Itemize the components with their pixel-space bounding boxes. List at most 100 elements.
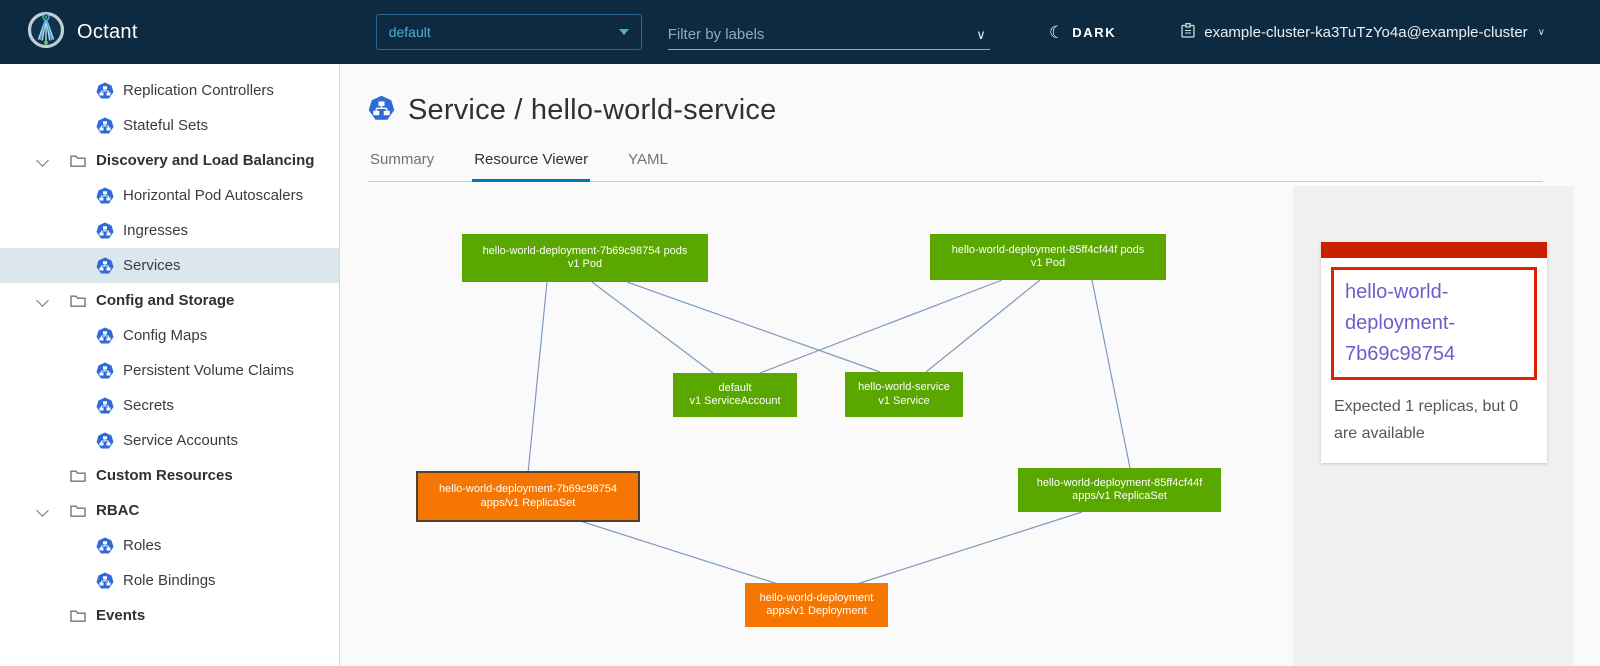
graph-edge bbox=[759, 279, 1003, 374]
resource-link[interactable]: hello-world-deployment-7b69c98754 bbox=[1345, 281, 1456, 365]
status-message: Expected 1 replicas, but 0 are available bbox=[1334, 398, 1519, 442]
sidebar-item-config-maps[interactable]: Config Maps bbox=[0, 318, 339, 353]
sidebar-item-roles[interactable]: Roles bbox=[0, 528, 339, 563]
services-icon bbox=[96, 257, 114, 275]
sidebar-item-secrets[interactable]: Secrets bbox=[0, 388, 339, 423]
graph-edge bbox=[1091, 279, 1131, 469]
resource-graph-edges bbox=[527, 279, 1131, 585]
cluster-context-selector[interactable]: example-cluster-ka3TuTzYo4a@example-clus… bbox=[1180, 22, 1545, 43]
sidebar-item-service-accounts[interactable]: Service Accounts bbox=[0, 423, 339, 458]
sidebar-item-horizontal-pod-autoscalers[interactable]: Horizontal Pod Autoscalers bbox=[0, 178, 339, 213]
chevron-down-icon[interactable] bbox=[36, 154, 50, 168]
sidebar-item-stateful-sets[interactable]: Stateful Sets bbox=[0, 108, 339, 143]
main-content: Service / hello-world-service Summary Re… bbox=[340, 64, 1600, 666]
sidebar-item-replication-controllers[interactable]: Replication Controllers bbox=[0, 73, 339, 108]
status-card: hello-world-deployment-7b69c98754 Expect… bbox=[1321, 242, 1547, 463]
app-header: Octant default ∨ ☾ DARK example-cluster-… bbox=[0, 0, 1600, 64]
sidebar-item-label: Role Bindings bbox=[123, 572, 216, 589]
sidebar-item-label: Services bbox=[123, 257, 181, 274]
chevron-down-icon[interactable] bbox=[36, 294, 50, 308]
sidebar-item-label: Config and Storage bbox=[96, 292, 235, 309]
sidebar-item-label: Ingresses bbox=[123, 222, 189, 239]
replication-controllers-icon bbox=[96, 82, 114, 100]
label-filter[interactable]: ∨ bbox=[667, 14, 990, 50]
node-kind: apps/v1 ReplicaSet bbox=[480, 496, 576, 509]
tab-bar: Summary Resource Viewer YAML bbox=[368, 143, 1543, 182]
sidebar-item-label: Custom Resources bbox=[96, 467, 233, 484]
graph-edge bbox=[856, 511, 1083, 585]
chevron-down-icon[interactable] bbox=[36, 504, 50, 518]
sidebar-item-custom-resources[interactable]: Custom Resources bbox=[0, 458, 339, 493]
sidebar-item-discovery-and-load-balancing[interactable]: Discovery and Load Balancing bbox=[0, 143, 339, 178]
app-body: Replica Sets Replication Controllers Sta… bbox=[0, 64, 1600, 666]
sidebar: Replica Sets Replication Controllers Sta… bbox=[0, 64, 340, 666]
sidebar-item-label: Service Accounts bbox=[123, 432, 239, 449]
role-bindings-icon bbox=[96, 572, 114, 590]
persistent-volume-claims-icon bbox=[96, 362, 114, 380]
sidebar-item-rbac[interactable]: RBAC bbox=[0, 493, 339, 528]
theme-toggle-button[interactable]: ☾ DARK bbox=[1049, 24, 1116, 41]
chevron-down-icon[interactable]: ∨ bbox=[976, 27, 986, 42]
brand: Octant bbox=[26, 10, 138, 55]
sidebar-item-label: Secrets bbox=[123, 397, 174, 414]
node-name: hello-world-deployment-85ff4cf44f bbox=[1036, 476, 1203, 489]
config-maps-icon bbox=[96, 327, 114, 345]
octant-logo bbox=[26, 10, 66, 55]
chevron-down-icon bbox=[36, 609, 50, 623]
detail-panel: hello-world-deployment-7b69c98754 Expect… bbox=[1293, 186, 1574, 666]
sidebar-item-replica-sets[interactable]: Replica Sets bbox=[0, 64, 339, 73]
theme-toggle-label: DARK bbox=[1072, 24, 1117, 40]
caret-down-icon bbox=[618, 29, 629, 35]
cluster-context-label: example-cluster-ka3TuTzYo4a@example-clus… bbox=[1204, 23, 1528, 41]
secrets-icon bbox=[96, 397, 114, 415]
label-filter-input[interactable] bbox=[667, 26, 971, 43]
replica-sets-icon bbox=[96, 64, 114, 65]
node-kind: v1 Pod bbox=[1030, 257, 1066, 269]
tab-summary[interactable]: Summary bbox=[370, 151, 435, 168]
sidebar-item-config-and-storage[interactable]: Config and Storage bbox=[0, 283, 339, 318]
sidebar-item-role-bindings[interactable]: Role Bindings bbox=[0, 563, 339, 598]
folder-icon bbox=[70, 468, 86, 484]
sidebar-item-label: Horizontal Pod Autoscalers bbox=[123, 187, 304, 204]
folder-icon bbox=[70, 293, 86, 309]
sidebar-item-label: RBAC bbox=[96, 502, 140, 519]
node-kind: v1 ServiceAccount bbox=[689, 395, 781, 407]
graph-edge bbox=[925, 279, 1041, 373]
graph-edge bbox=[576, 519, 779, 585]
page-title: Service / hello-world-service bbox=[340, 64, 1600, 143]
sidebar-item-label: Discovery and Load Balancing bbox=[96, 152, 315, 169]
node-name: hello-world-service bbox=[858, 381, 950, 393]
app-title: Octant bbox=[77, 20, 138, 43]
sidebar-item-events[interactable]: Events bbox=[0, 598, 339, 633]
page-title-text: Service / hello-world-service bbox=[408, 94, 777, 126]
tab-resource-viewer[interactable]: Resource Viewer bbox=[472, 143, 591, 182]
cluster-icon bbox=[1180, 22, 1196, 43]
node-kind: v1 Pod bbox=[567, 258, 603, 270]
sidebar-item-services[interactable]: Services bbox=[0, 248, 339, 283]
namespace-select-value: default bbox=[388, 24, 431, 40]
tab-yaml[interactable]: YAML bbox=[628, 151, 668, 168]
namespace-select[interactable]: default bbox=[375, 14, 642, 50]
folder-icon bbox=[70, 153, 86, 169]
sidebar-item-label: Persistent Volume Claims bbox=[123, 362, 294, 379]
sidebar-item-ingresses[interactable]: Ingresses bbox=[0, 213, 339, 248]
node-name: default bbox=[718, 381, 752, 394]
sidebar-item-label: Events bbox=[96, 607, 146, 624]
status-bar bbox=[1321, 242, 1547, 258]
horizontal-pod-autoscalers-icon bbox=[96, 187, 114, 205]
roles-icon bbox=[96, 537, 114, 555]
sidebar-item-label: Replication Controllers bbox=[123, 82, 274, 99]
chevron-down-icon: ∨ bbox=[1537, 26, 1545, 38]
node-kind: apps/v1 Deployment bbox=[766, 605, 867, 617]
chevron-down-icon bbox=[36, 469, 50, 483]
sidebar-item-persistent-volume-claims[interactable]: Persistent Volume Claims bbox=[0, 353, 339, 388]
node-name: hello-world-deployment-7b69c98754 pods bbox=[482, 244, 688, 257]
